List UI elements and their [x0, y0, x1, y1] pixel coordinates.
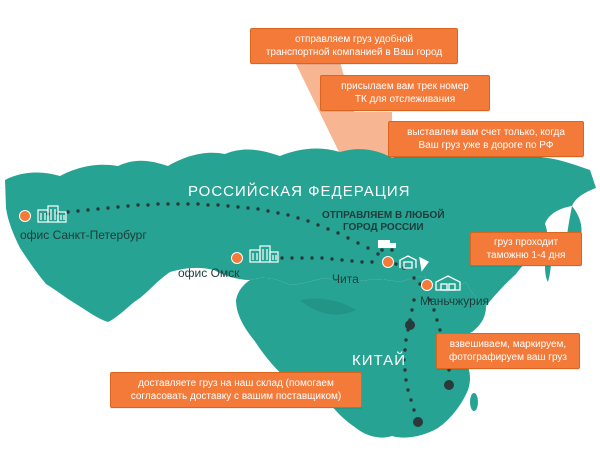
waypoint-china-1	[405, 320, 415, 330]
russia-landmass	[5, 148, 596, 322]
city-label-omsk: офис Омск	[178, 266, 240, 280]
customs-warehouse-icon	[435, 275, 461, 291]
truck-icon	[378, 240, 396, 252]
point-omsk	[231, 252, 243, 264]
city-label-chita: Чита	[332, 272, 359, 286]
callout-invoice: выставлем вам счет только, когда Ваш гру…	[388, 121, 584, 157]
route-china-south	[402, 298, 416, 412]
region-label-russia: РОССИЙСКАЯ ФЕДЕРАЦИЯ	[188, 183, 411, 200]
callout-weigh-mark: взвешиваем, маркируем, фотографируем ваш…	[436, 333, 580, 369]
callout-track-number: присылаем вам трек номер ТК для отслежив…	[320, 75, 490, 111]
customs-warehouse-icon	[399, 255, 429, 272]
taiwan-island	[470, 393, 478, 411]
city-label-spb: офис Санкт-Петербург	[20, 228, 147, 242]
ship-anywhere-note: ОТПРАВЛЯЕМ В ЛЮБОЙ ГОРОД РОССИИ	[322, 210, 445, 233]
china-landmass	[236, 276, 486, 438]
region-label-china: КИТАЙ	[352, 352, 406, 369]
callout-customs: груз проходит таможню 1-4 дня	[470, 232, 582, 266]
callout-send-by-transport: отправляем груз удобной транспортной ком…	[250, 28, 458, 64]
city-label-manzhouli: Маньчжурия	[420, 294, 490, 308]
mountain-shade	[300, 298, 356, 315]
office-building-icon	[37, 205, 67, 223]
route-spb-chita	[46, 202, 380, 256]
office-building-icon	[249, 245, 279, 263]
point-chita	[382, 256, 394, 268]
waypoint-china-3	[413, 417, 423, 427]
route-customs-manzhouli	[412, 276, 422, 286]
route-omsk-chita	[280, 256, 374, 264]
waypoint-china-2	[444, 380, 454, 390]
callout-deliver-to-warehouse: доставляете груз на наш склад (помогаем …	[110, 372, 362, 408]
point-manzhouli	[421, 279, 433, 291]
point-spb	[19, 210, 31, 222]
